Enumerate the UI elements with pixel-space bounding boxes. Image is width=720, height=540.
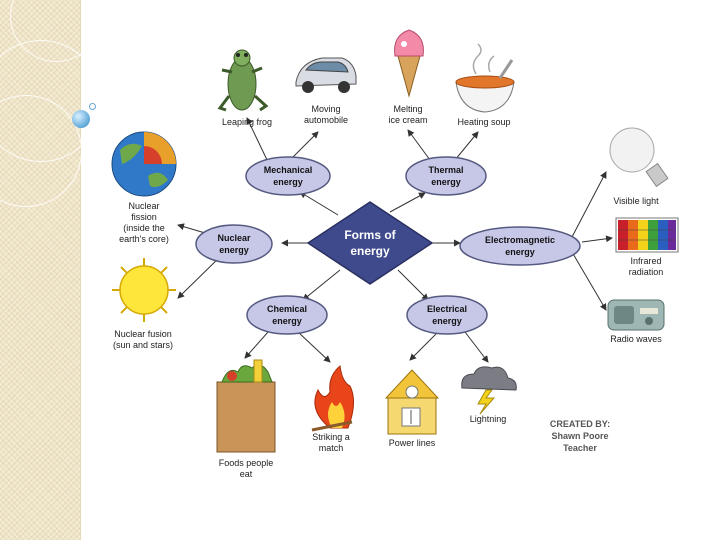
ice-cream-icon bbox=[394, 29, 424, 98]
nuclear-node bbox=[195, 224, 273, 264]
electromagnetic-node bbox=[459, 226, 581, 266]
arrow-electrical-lightning bbox=[464, 331, 489, 363]
arrow-chemical-food bbox=[244, 331, 269, 359]
icecream-label: Melting ice cream bbox=[388, 104, 427, 126]
arrow-em-radio bbox=[571, 251, 607, 311]
mechanical-node bbox=[245, 156, 331, 196]
match-label-line1: Striking a bbox=[312, 432, 350, 442]
car-label-line2: automobile bbox=[303, 115, 349, 125]
thermal-label: Thermal energy bbox=[428, 164, 463, 188]
chemical-label-line2: energy bbox=[272, 316, 302, 326]
center-label: Forms of energy bbox=[344, 227, 395, 259]
radio-label: Radio waves bbox=[610, 334, 662, 345]
electromagnetic-label-line2: energy bbox=[505, 247, 535, 257]
fission-label: Nuclear fission (inside the earth's core… bbox=[119, 201, 169, 245]
match-label-line2: match bbox=[318, 443, 344, 453]
match-label: Striking a match bbox=[312, 432, 350, 454]
soup-label-line1: Heating soup bbox=[457, 117, 511, 127]
power-house-icon bbox=[384, 369, 440, 435]
arrow-center-electrical bbox=[397, 269, 429, 301]
fission-label-line1: Nuclear bbox=[128, 201, 160, 211]
thermal-label-line2: energy bbox=[431, 177, 461, 187]
power-lines-label-line1: Power lines bbox=[388, 438, 436, 448]
infrared-label-line2: radiation bbox=[628, 267, 664, 277]
electrical-node bbox=[406, 295, 488, 335]
infrared-label-line1: Infrared bbox=[630, 256, 662, 266]
decorative-sidebar bbox=[0, 0, 102, 540]
car-label-line1: Moving bbox=[311, 104, 341, 114]
soup-label: Heating soup bbox=[457, 117, 510, 128]
power-lines-label: Power lines bbox=[389, 438, 436, 449]
arrow-mechanical-car bbox=[289, 131, 319, 161]
food-label: Foods people eat bbox=[219, 458, 274, 480]
arrow-mechanical-frog bbox=[246, 117, 269, 163]
arrow-center-mechanical bbox=[299, 191, 339, 216]
credit-block: CREATED BY: Shawn Poore Teacher bbox=[545, 418, 615, 454]
mechanical-label-line1: Mechanical bbox=[263, 165, 313, 175]
credit-line1: CREATED BY: bbox=[549, 419, 611, 429]
thermal-label-line1: Thermal bbox=[428, 165, 464, 175]
nuclear-label-line2: energy bbox=[219, 245, 249, 255]
lightning-label-line1: Lightning bbox=[469, 414, 507, 424]
arrow-center-chemical bbox=[302, 269, 341, 301]
fusion-label-line1: Nuclear fusion bbox=[114, 329, 172, 339]
chemical-label: Chemical energy bbox=[267, 303, 307, 327]
light-bulb-icon bbox=[609, 127, 669, 188]
mechanical-label-line2: energy bbox=[273, 177, 303, 187]
arrow-electrical-powerlines bbox=[409, 331, 439, 361]
center-label-line2: energy bbox=[350, 244, 390, 258]
infrared-spectrum-icon bbox=[615, 217, 679, 253]
electrical-label-line2: energy bbox=[432, 316, 462, 326]
lightning-cloud-icon bbox=[461, 366, 517, 415]
visible-light-label-line1: Visible light bbox=[613, 196, 659, 206]
fission-label-line3: (inside the bbox=[123, 223, 165, 233]
soup-icon bbox=[455, 43, 515, 113]
sun-icon bbox=[112, 258, 176, 322]
radio-icon bbox=[607, 299, 665, 331]
food-label-line1: Foods people bbox=[218, 458, 274, 468]
arrow-thermal-soup bbox=[454, 131, 479, 161]
chemical-label-line1: Chemical bbox=[266, 304, 308, 314]
grocery-bag-icon bbox=[216, 359, 276, 453]
fission-label-line2: fission bbox=[131, 212, 157, 222]
decorative-dot-small bbox=[89, 103, 96, 110]
thermal-node bbox=[405, 156, 487, 196]
electromagnetic-label: Electromagnetic energy bbox=[485, 234, 555, 258]
center-diamond bbox=[306, 201, 434, 285]
mechanical-label: Mechanical energy bbox=[264, 164, 313, 188]
icecream-label-line1: Melting bbox=[393, 104, 423, 114]
match-flame-icon bbox=[311, 365, 354, 432]
car-icon bbox=[295, 57, 357, 93]
arrow-em-infrared bbox=[581, 235, 613, 243]
arrow-em-light bbox=[571, 171, 607, 238]
food-label-line2: eat bbox=[239, 469, 253, 479]
frog-label: Leaping frog bbox=[222, 117, 272, 128]
icecream-label-line2: ice cream bbox=[388, 115, 428, 125]
infrared-label: Infrared radiation bbox=[629, 256, 664, 278]
electromagnetic-label-line1: Electromagnetic bbox=[484, 235, 556, 245]
fission-label-line4: earth's core) bbox=[119, 234, 169, 244]
arrow-chemical-match bbox=[297, 331, 331, 363]
credit-line2: Shawn Poore bbox=[551, 431, 609, 441]
visible-light-label: Visible light bbox=[613, 196, 658, 207]
chemical-node bbox=[246, 295, 328, 335]
nuclear-label: Nuclear energy bbox=[217, 232, 250, 256]
fusion-label: Nuclear fusion (sun and stars) bbox=[113, 329, 173, 351]
nuclear-label-line1: Nuclear bbox=[217, 233, 251, 243]
earth-core-icon bbox=[111, 131, 177, 197]
electrical-label: Electrical energy bbox=[427, 303, 467, 327]
frog-icon bbox=[217, 49, 269, 112]
fusion-label-line2: (sun and stars) bbox=[112, 340, 174, 350]
frog-label-line1: Leaping frog bbox=[221, 117, 273, 127]
decorative-dot bbox=[72, 110, 90, 128]
electrical-label-line1: Electrical bbox=[426, 304, 468, 314]
credit-line3: Teacher bbox=[563, 443, 597, 453]
car-label: Moving automobile bbox=[304, 104, 348, 126]
arrow-thermal-icecream bbox=[407, 129, 431, 161]
radio-label-line1: Radio waves bbox=[610, 334, 662, 344]
center-label-line1: Forms of bbox=[344, 228, 396, 242]
arrow-center-thermal bbox=[389, 192, 426, 213]
lightning-label: Lightning bbox=[470, 414, 507, 425]
